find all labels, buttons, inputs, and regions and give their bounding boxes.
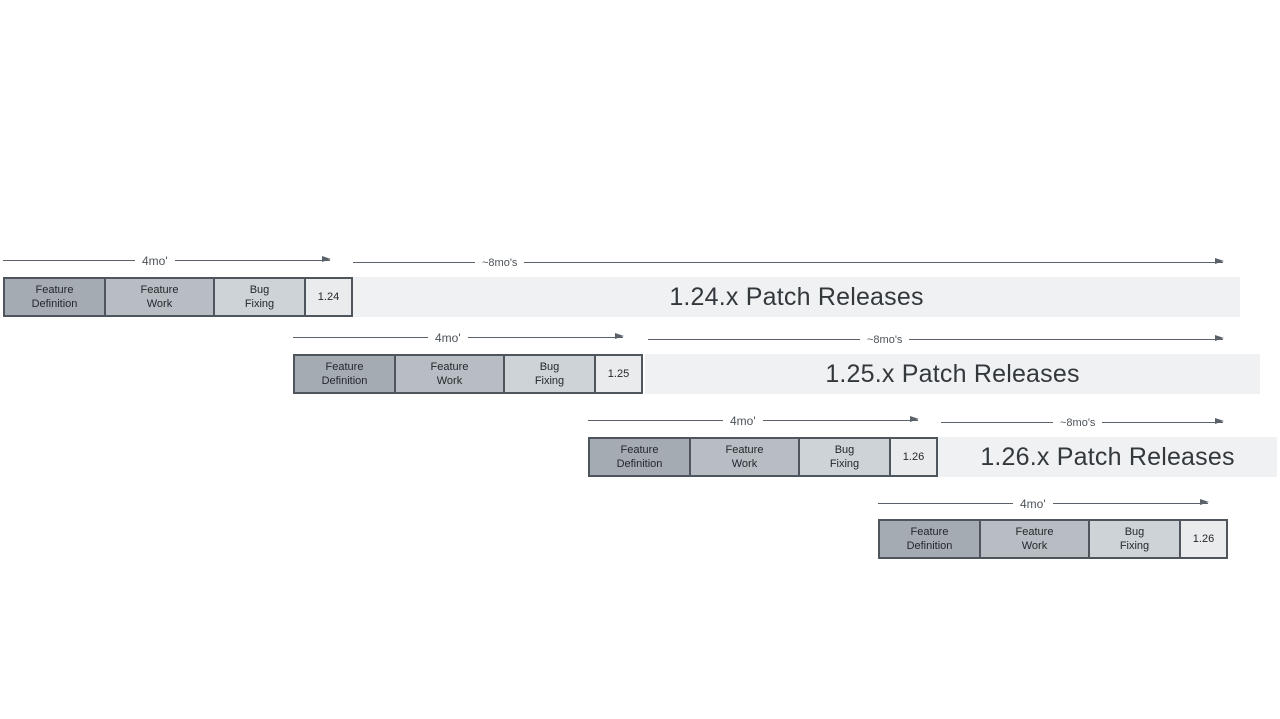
patch-releases-bar-row1: 1.24.x Patch Releases — [353, 277, 1240, 317]
phase-label: Bug Fixing — [244, 283, 275, 310]
arrow-line — [293, 336, 428, 338]
phase-label: Feature Work — [1015, 525, 1054, 552]
version-box: 1.26 — [1179, 521, 1226, 557]
patch-duration-arrow-row2: ~8mo's — [648, 332, 1224, 346]
patch-releases-bar-row2: 1.25.x Patch Releases — [645, 354, 1260, 394]
patch-duration-arrow-row1: ~8mo's — [353, 255, 1224, 269]
arrowhead-icon — [909, 335, 1224, 341]
arrow-line — [648, 338, 860, 340]
phase-feature-definition: Feature Definition — [590, 439, 689, 475]
phase-bug-fixing: Bug Fixing — [213, 279, 304, 315]
version-label: 1.24 — [317, 290, 340, 303]
arrow-line — [878, 502, 1013, 504]
version-label: 1.25 — [607, 367, 630, 380]
release-cycle-row1: Feature Definition Feature Work Bug Fixi… — [3, 277, 353, 317]
dev-duration-arrow-row2: 4mo' — [293, 330, 625, 345]
phase-feature-work: Feature Work — [979, 521, 1088, 557]
dev-duration-label: 4mo' — [1020, 497, 1046, 511]
patch-releases-bar-row3: 1.26.x Patch Releases — [938, 437, 1277, 477]
arrow-line — [3, 259, 135, 261]
version-label: 1.26 — [902, 450, 925, 463]
version-box: 1.25 — [594, 356, 641, 392]
phase-bug-fixing: Bug Fixing — [1088, 521, 1179, 557]
arrowhead-icon — [174, 256, 332, 262]
version-box: 1.26 — [889, 439, 936, 475]
phase-label: Feature Work — [725, 443, 764, 470]
release-cycle-row3: Feature Definition Feature Work Bug Fixi… — [588, 437, 938, 477]
patch-duration-label: ~8mo's — [867, 334, 903, 346]
phase-label: Bug Fixing — [829, 443, 860, 470]
dev-duration-arrow-row3: 4mo' — [588, 413, 920, 428]
patch-duration-label: ~8mo's — [482, 257, 518, 269]
arrowhead-icon — [762, 416, 920, 422]
patch-duration-arrow-row3: ~8mo's — [941, 415, 1224, 429]
dev-duration-arrow-row1: 4mo' — [3, 253, 332, 268]
phase-feature-work: Feature Work — [394, 356, 503, 392]
phase-feature-work: Feature Work — [689, 439, 798, 475]
version-box: 1.24 — [304, 279, 351, 315]
patch-releases-label: 1.25.x Patch Releases — [825, 359, 1080, 388]
phase-feature-definition: Feature Definition — [880, 521, 979, 557]
phase-label: Feature Work — [140, 283, 179, 310]
arrow-line — [588, 419, 723, 421]
arrowhead-icon — [467, 333, 625, 339]
release-cycle-row4: Feature Definition Feature Work Bug Fixi… — [878, 519, 1228, 559]
phase-label: Feature Definition — [616, 443, 663, 470]
patch-releases-label: 1.26.x Patch Releases — [980, 442, 1235, 471]
arrowhead-icon — [1052, 499, 1210, 505]
phase-bug-fixing: Bug Fixing — [798, 439, 889, 475]
phase-feature-definition: Feature Definition — [295, 356, 394, 392]
arrow-line — [941, 421, 1053, 423]
phase-label: Feature Definition — [321, 360, 368, 387]
phase-label: Feature Definition — [906, 525, 953, 552]
dev-duration-label: 4mo' — [435, 331, 461, 345]
release-cycle-row2: Feature Definition Feature Work Bug Fixi… — [293, 354, 643, 394]
phase-label: Feature Definition — [31, 283, 78, 310]
phase-label: Feature Work — [430, 360, 469, 387]
arrowhead-icon — [1102, 418, 1224, 424]
arrow-line — [353, 261, 475, 263]
version-label: 1.26 — [1192, 532, 1215, 545]
phase-label: Bug Fixing — [534, 360, 565, 387]
phase-bug-fixing: Bug Fixing — [503, 356, 594, 392]
dev-duration-label: 4mo' — [730, 414, 756, 428]
arrowhead-icon — [524, 258, 1224, 264]
dev-duration-label: 4mo' — [142, 254, 168, 268]
patch-releases-label: 1.24.x Patch Releases — [669, 282, 924, 311]
dev-duration-arrow-row4: 4mo' — [878, 496, 1210, 511]
phase-label: Bug Fixing — [1119, 525, 1150, 552]
phase-feature-work: Feature Work — [104, 279, 213, 315]
phase-feature-definition: Feature Definition — [5, 279, 104, 315]
patch-duration-label: ~8mo's — [1060, 417, 1096, 429]
